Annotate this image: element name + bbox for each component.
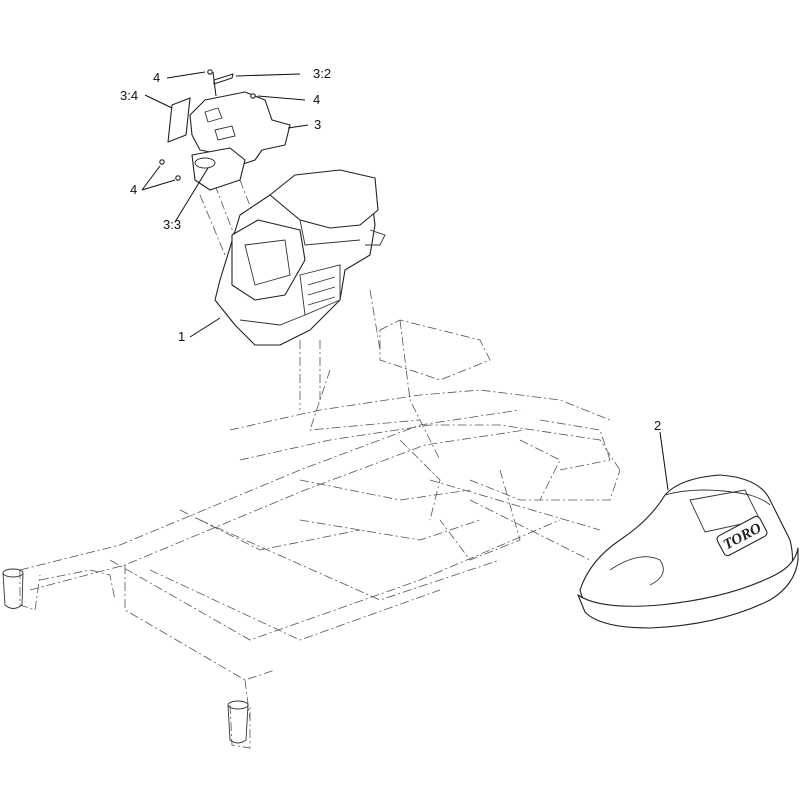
callout-4-left: 4: [130, 182, 137, 197]
callout-3-2: 3:2: [313, 66, 331, 81]
callout-3: 3: [314, 117, 321, 132]
part-3-4-decal: [167, 97, 191, 143]
leader-lines: [141, 71, 669, 491]
callout-4-right: 4: [313, 92, 320, 107]
part-2-seat: TORO: [577, 474, 799, 629]
part-3-bracket: [189, 91, 291, 191]
callout-3-3: 3:3: [163, 217, 181, 232]
screw-right-icon: [250, 93, 256, 99]
screw-left-b-icon: [175, 175, 181, 181]
toro-logo: [716, 515, 768, 557]
frame-details: [2, 568, 249, 744]
part-4-screws: [159, 69, 256, 181]
part-1-console-pod: [214, 169, 386, 346]
part-3-2-pin: [213, 73, 234, 85]
callout-3-4: 3:4: [120, 88, 138, 103]
callout-4-top: 4: [153, 70, 160, 85]
screw-top-icon: [207, 69, 213, 75]
screw-left-a-icon: [159, 159, 165, 165]
callout-2: 2: [654, 418, 661, 433]
callout-1: 1: [178, 329, 185, 344]
